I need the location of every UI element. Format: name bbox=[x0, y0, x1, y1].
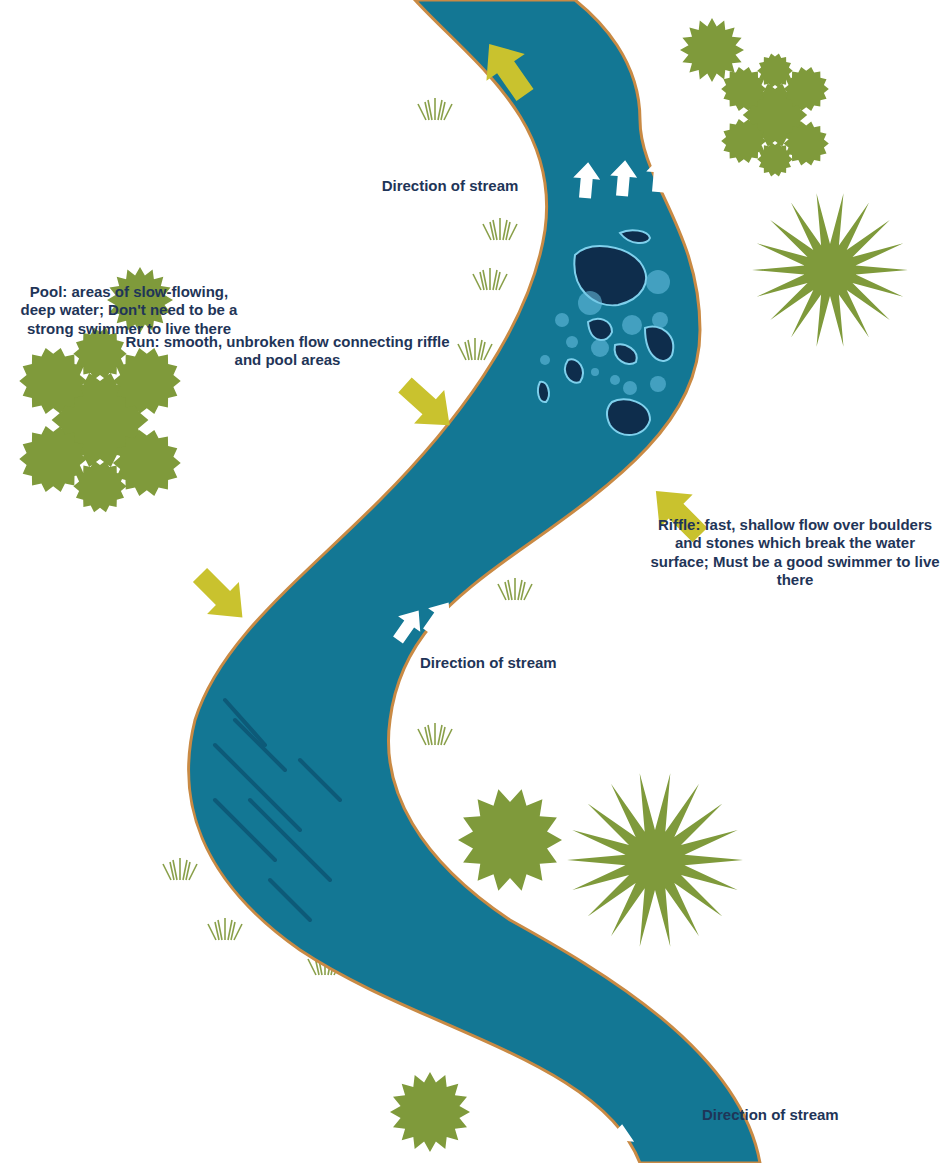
flow-arrow bbox=[387, 603, 430, 648]
flow-arrow bbox=[606, 1123, 636, 1161]
tree-cluster bbox=[721, 119, 766, 163]
tree-cluster bbox=[757, 54, 792, 89]
flow-arrow bbox=[609, 159, 639, 197]
pointer-arrow bbox=[470, 30, 544, 108]
grass-tuft bbox=[418, 723, 452, 745]
grass-tuft bbox=[163, 858, 197, 880]
direction-label: Direction of stream bbox=[702, 1106, 902, 1124]
pointer-arrow bbox=[390, 368, 465, 442]
tree-cluster bbox=[784, 67, 829, 111]
riffle-rocks bbox=[538, 230, 673, 435]
palm-tree bbox=[567, 773, 743, 946]
tree-cluster bbox=[73, 460, 126, 512]
stream-water bbox=[189, 0, 760, 1163]
shrub bbox=[390, 1072, 470, 1152]
direction-label: Direction of stream bbox=[380, 177, 520, 195]
tree-cluster bbox=[19, 348, 87, 414]
riffle-bubbles bbox=[540, 270, 670, 395]
pointer-arrows bbox=[184, 30, 716, 633]
grass-tuft bbox=[483, 218, 517, 240]
grass-tuft bbox=[458, 338, 492, 360]
tree-cluster bbox=[757, 142, 792, 177]
grass-tuft bbox=[498, 578, 532, 600]
flow-arrow bbox=[447, 589, 490, 634]
flow-arrow bbox=[542, 1123, 572, 1161]
direction-label: Direction of stream bbox=[420, 654, 590, 672]
shrub bbox=[458, 789, 562, 890]
palm-tree bbox=[752, 193, 908, 347]
pool-note: Pool: areas of slow-flowing, deep water;… bbox=[18, 283, 240, 338]
tree-cluster bbox=[113, 348, 181, 414]
riffle-note: Riffle: fast, shallow flow over boulders… bbox=[645, 516, 945, 589]
tree-cluster bbox=[721, 67, 766, 111]
run-note: Run: smooth, unbroken flow connecting ri… bbox=[120, 333, 455, 370]
flow-arrow bbox=[417, 595, 460, 640]
pool-streaks bbox=[215, 700, 340, 920]
grass-tuft bbox=[208, 918, 242, 940]
grass-tuft bbox=[418, 98, 452, 120]
pointer-arrow bbox=[184, 559, 258, 633]
flow-arrow bbox=[645, 155, 675, 193]
tree-cluster bbox=[19, 426, 87, 492]
flow-arrows bbox=[387, 155, 675, 1161]
flow-arrow bbox=[574, 1123, 604, 1161]
grass-tuft bbox=[473, 268, 507, 290]
flow-arrow bbox=[572, 161, 602, 199]
